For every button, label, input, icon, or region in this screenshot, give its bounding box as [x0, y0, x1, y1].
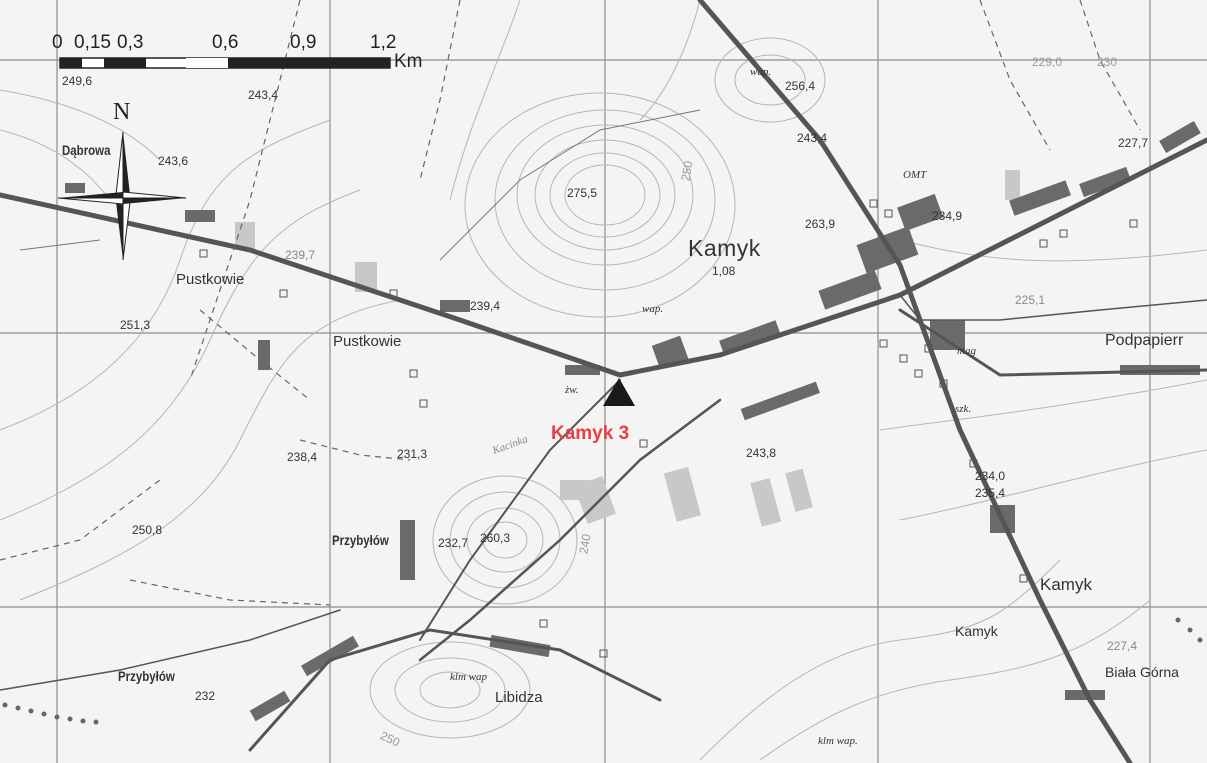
elevation-point: 234,0 — [975, 469, 1006, 483]
elevation-point: 243,8 — [746, 446, 777, 460]
elevation-point: 238,4 — [287, 450, 318, 464]
annotation-wap: wap. — [750, 66, 772, 78]
scale-tick-015: 0,15 — [74, 32, 111, 53]
annotation-klm-wap: klm wap — [450, 671, 487, 683]
elevation-point: 239,7 — [285, 248, 316, 262]
elevation-point: 230 — [1097, 55, 1118, 69]
elevation-point: 227,4 — [1107, 639, 1138, 653]
annotation-szk: szk. — [955, 403, 972, 415]
elevation-point: 249,6 — [62, 74, 93, 88]
elevation-point: 239,4 — [470, 299, 501, 313]
elevation-point: 243,4 — [797, 131, 828, 145]
scale-tick-0: 0 — [52, 32, 63, 53]
dashed-tracks — [0, 0, 1141, 606]
place-kamyk-southeast: Kamyk — [1040, 575, 1092, 594]
north-label: N — [113, 99, 131, 125]
elevation-point: 225,1 — [1015, 293, 1046, 307]
annotation-zw: żw. — [565, 384, 579, 396]
elevation-point: 256,4 — [785, 79, 816, 93]
site-triangle — [603, 378, 635, 406]
place-libidza: Libidza — [495, 689, 543, 706]
elevation-point: 227,7 — [1118, 136, 1149, 150]
place-pustkowie-center: Pustkowie — [333, 333, 402, 350]
annotation-mag: mag — [957, 345, 976, 357]
north-arrow: N — [58, 100, 188, 270]
elevation-point: 235,4 — [975, 486, 1006, 500]
place-przybylow-west: Przybyłów — [118, 668, 175, 684]
place-kamyk: Kamyk — [688, 235, 761, 261]
shaded-areas — [235, 170, 1020, 527]
place-biala-gorna: Biała Górna — [1105, 664, 1179, 680]
elevation-point: 229,0 — [1032, 55, 1063, 69]
dotted-boundary — [2, 617, 1203, 725]
elevation-point: 251,3 — [120, 318, 151, 332]
elevation-point: 243,6 — [158, 154, 189, 168]
elevation-point: 232,7 — [438, 536, 469, 550]
elevation-point: 243,4 — [248, 88, 279, 102]
elevation-point: 275,5 — [567, 186, 598, 200]
scale-bar-graphic — [59, 57, 391, 69]
annotation-klm-wap: klm wap. — [818, 735, 858, 747]
place-podpapiernia: Podpapierr — [1105, 332, 1184, 349]
scale-tick-12: 1,2 — [370, 32, 397, 53]
scale-tick-03: 0,3 — [117, 32, 144, 53]
elevation-point: 231,3 — [397, 447, 428, 461]
place-przybylow-east: Przybyłów — [332, 532, 389, 548]
elevation-point: 232 — [195, 689, 216, 703]
site-label-kamyk-3[interactable]: Kamyk 3 — [551, 423, 630, 444]
small-buildings — [199, 199, 1138, 658]
place-dabrowa: Dąbrowa — [62, 142, 111, 158]
contour-label: 250 — [678, 159, 696, 183]
compass-rose-icon — [58, 131, 187, 261]
place-kamyk-south: Kamyk — [955, 623, 998, 639]
scale-unit: Km — [394, 51, 423, 72]
place-pustkowie-west: Pustkowie — [176, 271, 245, 288]
elevation-point: 234,9 — [932, 209, 963, 223]
contour-label: 240 — [576, 532, 594, 556]
annotation-omt: OMT — [903, 169, 927, 181]
elevation-point: 263,9 — [805, 217, 836, 231]
settlement-blocks — [65, 120, 1201, 722]
scale-tick-06: 0,6 — [212, 32, 239, 53]
elevation-point: 250,8 — [132, 523, 163, 537]
scale-tick-09: 0,9 — [290, 32, 317, 53]
annotation-wap: wap. — [642, 303, 664, 315]
power-line — [19, 109, 701, 261]
elevation-point: 260,3 — [480, 531, 511, 545]
annotation-point: 1,08 — [712, 264, 736, 278]
